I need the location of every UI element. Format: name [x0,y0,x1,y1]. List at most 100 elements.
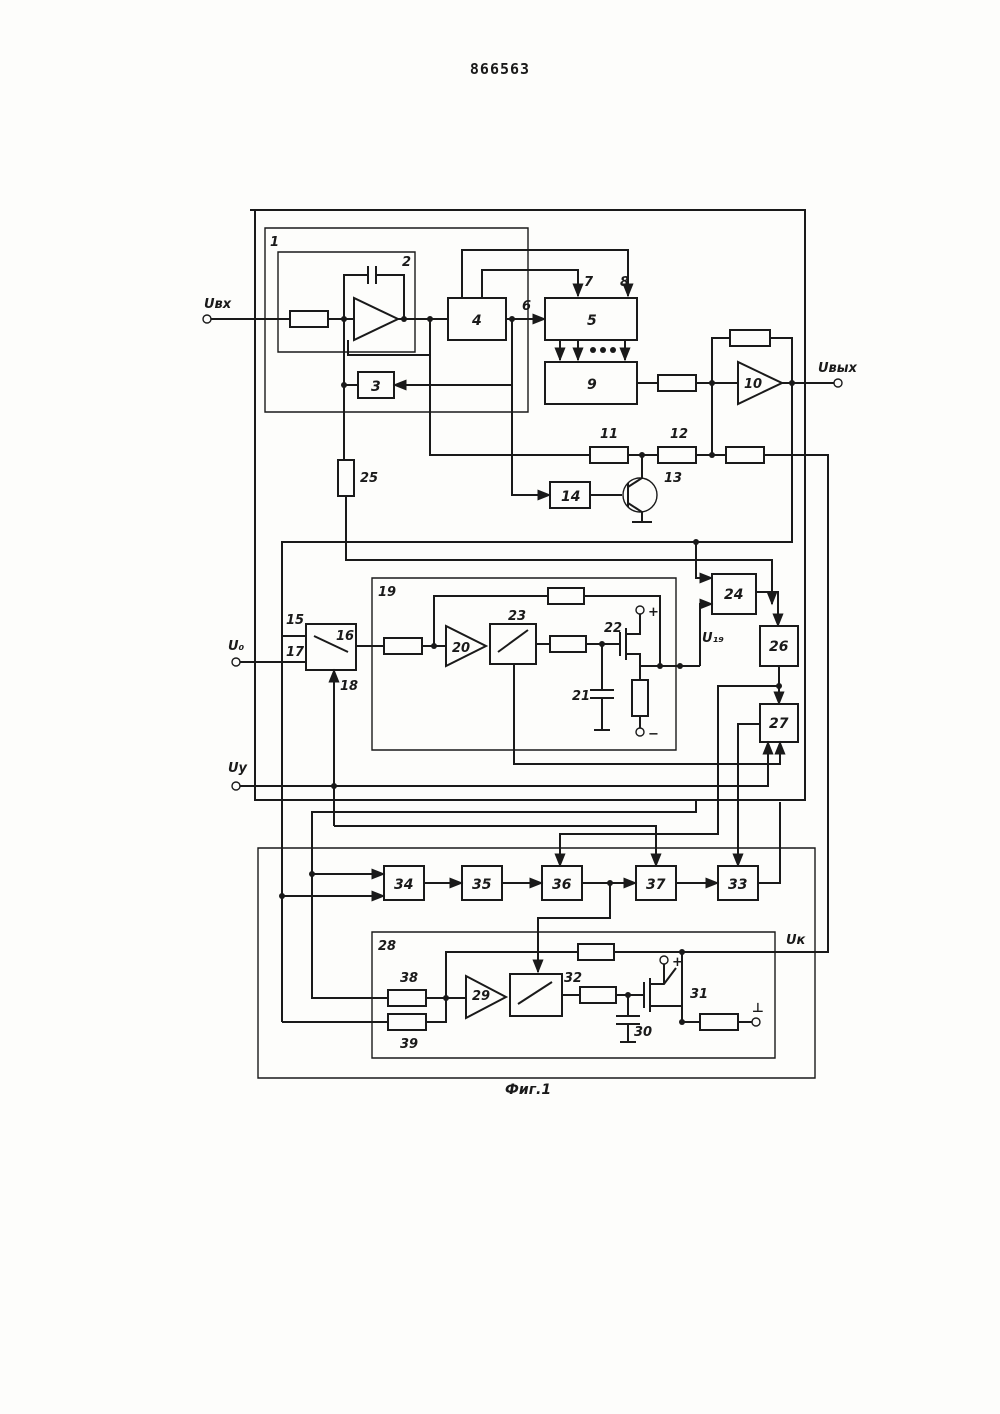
label-uy: Uу [228,761,248,776]
label-2: 2 [402,255,411,270]
transistor-13-collector [628,455,642,487]
resistor-uk-top [726,447,764,463]
bus-dot [610,347,616,353]
label-ground: ⊥ [752,1001,764,1016]
input-resistor [290,311,328,327]
wire-25-down [346,496,696,560]
label-39: 39 [400,1037,418,1052]
resistor-12 [658,447,696,463]
junction [427,316,433,322]
label-13: 13 [664,471,682,486]
uy-terminal [232,782,240,790]
opamp-2 [354,298,398,340]
label-plus-top: + [648,605,659,620]
label-16: 16 [336,629,354,644]
label-25: 25 [360,471,378,486]
u0-terminal [232,658,240,666]
label-u-out: Uвых [818,361,858,376]
label-38: 38 [400,971,418,986]
label-30: 30 [634,1025,652,1040]
label-22: 22 [604,621,622,636]
label-27: 27 [769,716,789,732]
resistor-fet [632,680,648,716]
label-minus: − [648,727,659,742]
wire-24-to-26 [756,592,778,626]
wire-26-feedback [560,686,779,866]
label-34: 34 [394,877,413,893]
key-32 [510,974,562,1016]
junction [677,663,683,669]
label-37: 37 [646,877,666,893]
label-8: 8 [620,275,629,290]
cap-21 [590,644,614,730]
label-33: 33 [728,877,747,893]
label-6: 6 [522,299,531,314]
label-14: 14 [561,489,580,505]
label-31: 31 [690,987,708,1002]
label-18: 18 [340,679,358,694]
wire-344-to-25 [344,385,346,460]
ground-terminal [752,1018,760,1026]
integrator-frame [278,252,415,352]
bus-dot [590,347,596,353]
label-5: 5 [587,313,597,329]
bus-dot [600,347,606,353]
label-u-in: Uвх [204,297,232,312]
label-29: 29 [472,989,490,1004]
wire-18-bus [334,826,656,866]
junction [401,316,407,322]
label-9: 9 [587,377,597,393]
label-28: 28 [378,939,396,954]
junction [657,663,663,669]
resistor-fb-10 [730,330,770,346]
input-terminal [203,315,211,323]
key-23 [490,624,536,664]
label-10: 10 [744,377,762,392]
label-19: 19 [378,585,396,600]
label-26: 26 [769,639,789,655]
resistor-23 [550,636,586,652]
wire-4-top [462,250,628,298]
resistor-32 [580,987,616,1003]
label-plus-bottom: + [672,955,683,970]
label-20: 20 [452,641,470,656]
resistor-11 [590,447,628,463]
resistor-gnd [700,1014,738,1030]
label-4: 4 [471,313,482,329]
label-32: 32 [564,971,582,986]
plus-terminal [636,606,644,614]
resistor-fb-19 [548,588,584,604]
label-1: 1 [270,235,279,250]
label-11: 11 [600,427,618,442]
resistor-25 [338,460,354,496]
label-36: 36 [552,877,572,893]
label-u0: U₀ [228,639,245,654]
minus-terminal [636,728,644,736]
label-3: 3 [371,379,381,395]
resistor-fb-28 [578,944,614,960]
label-12: 12 [670,427,688,442]
junction [279,893,285,899]
label-u19: U₁₉ [702,631,724,646]
plus-terminal-2 [660,956,668,964]
label-17: 17 [286,645,305,660]
resistor-out [658,375,696,391]
resistor-19-in [384,638,422,654]
resistor-39 [388,1014,426,1030]
resistor-38 [388,990,426,1006]
label-uk: Uк [786,933,807,948]
wire-4-top2 [482,270,578,298]
wire-27-to-33 [738,724,760,866]
label-15: 15 [286,613,304,628]
label-35: 35 [472,877,492,893]
figure-caption: Фиг.1 [505,1082,551,1098]
label-7: 7 [584,275,594,290]
label-21: 21 [572,689,590,704]
output-terminal [834,379,842,387]
wire-38-39-join [426,998,466,1022]
label-24: 24 [724,587,743,603]
label-23: 23 [508,609,526,624]
junction [309,871,315,877]
